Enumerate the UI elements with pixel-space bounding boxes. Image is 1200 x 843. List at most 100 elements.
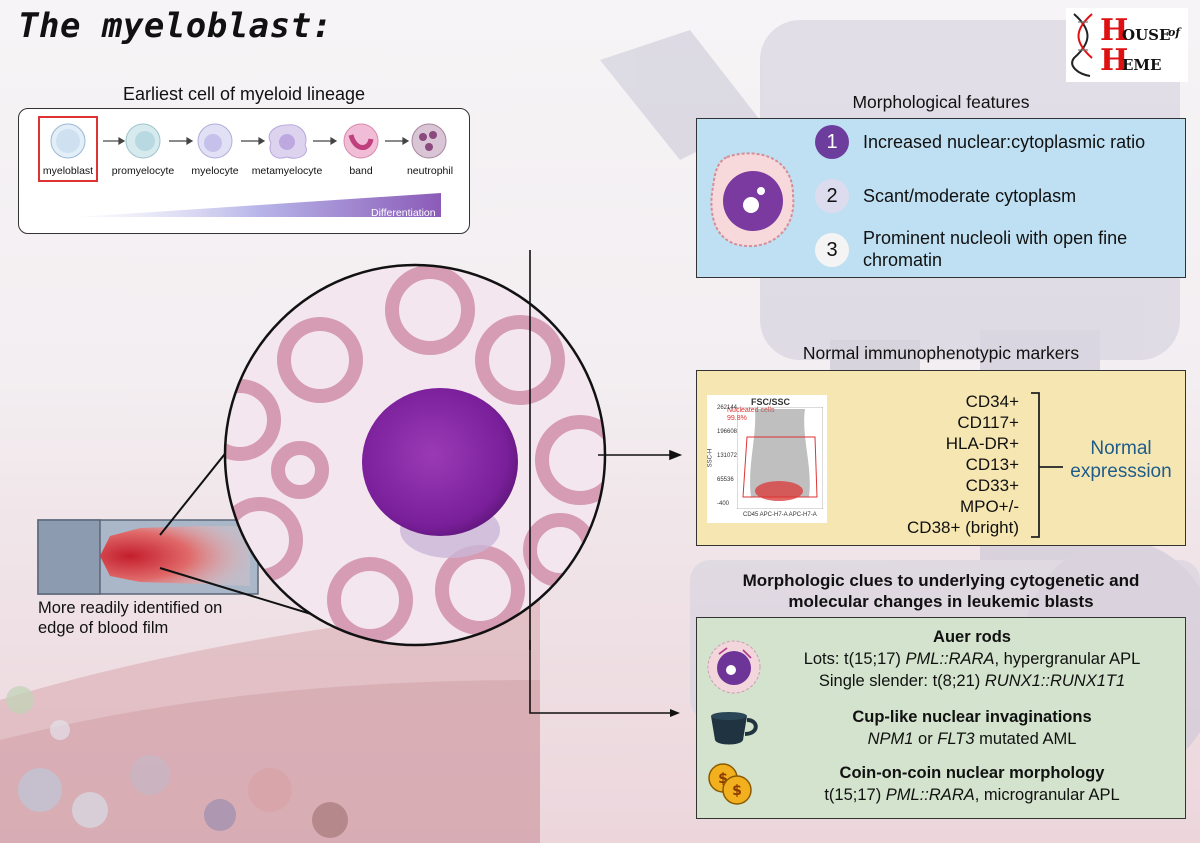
clue-cup-gene-2: FLT3 xyxy=(937,730,975,748)
myelocyte-cell-icon xyxy=(197,123,233,159)
dna-icon xyxy=(1071,13,1093,77)
blood-smear-illustration xyxy=(37,250,683,650)
marker-hla-dr: HLA-DR+ xyxy=(945,434,1019,453)
lineage-label-band: band xyxy=(349,165,373,177)
slide-caption-line-1: More readily identified on xyxy=(38,599,223,617)
clue-title-coin-on-coin: Coin-on-coin nuclear morphology xyxy=(839,764,1105,782)
auer-rod-cell-icon xyxy=(707,640,761,694)
myeloblast-highlight xyxy=(38,116,98,182)
page-title: The myeloblast: xyxy=(18,6,333,46)
flow-plot-title: FSC/SSC xyxy=(751,397,791,407)
house-of-heme-logo: H OUSE of H EME xyxy=(1066,8,1188,82)
clue-auer-line-1-post: , hypergranular APL xyxy=(994,650,1141,668)
marker-bracket xyxy=(1031,392,1063,538)
differentiation-label: Differentiation xyxy=(371,207,436,219)
neutrophil-cell-icon xyxy=(411,123,447,159)
clue-auer-line-2-gene: RUNX1::RUNX1T1 xyxy=(984,672,1126,690)
clues-heading: Morphologic clues to underlying cytogene… xyxy=(696,570,1186,612)
lineage-label-neutrophil: neutrophil xyxy=(406,165,454,177)
slide-caption-line-2: edge of blood film xyxy=(38,619,169,637)
marker-cd34: CD34+ xyxy=(965,392,1019,411)
flow-y-axis: SSC-H xyxy=(707,448,714,468)
marker-mpo: MPO+/- xyxy=(959,497,1019,516)
feature-text-1: Increased nuclear:cytoplasmic ratio xyxy=(863,132,1146,152)
glass-slide-icon xyxy=(37,519,259,595)
marker-cd117: CD117+ xyxy=(957,413,1019,432)
normal-expression-line-2: expresssion xyxy=(1070,461,1172,482)
clues-heading-line-2: molecular changes in leukemic blasts xyxy=(788,592,1094,611)
flow-scatter-area xyxy=(737,407,823,509)
lineage-label-metamyelocyte: metamyelocyte xyxy=(251,165,323,177)
svg-text:$: $ xyxy=(732,783,742,799)
slide-caption: More readily identified on edge of blood… xyxy=(38,598,298,638)
clue-title-cup-like: Cup-like nuclear invaginations xyxy=(852,708,1092,726)
marker-list: CD34+ CD117+ HLA-DR+ CD13+ CD33+ MPO+/- … xyxy=(887,391,1019,538)
logo-letter-1: H xyxy=(1100,13,1129,48)
clue-cup-line: NPM1 or FLT3 mutated AML xyxy=(767,730,1177,749)
differentiation-gradient xyxy=(77,193,441,217)
clue-cup-connector: or xyxy=(913,730,938,748)
feature-text-3a: Prominent nucleoli with open fine xyxy=(863,228,1128,248)
lineage-label-promyelocyte: promyelocyte xyxy=(111,165,175,177)
myeloblast-diagram-icon xyxy=(710,152,795,248)
promyelocyte-cell-icon xyxy=(125,123,161,159)
lineage-heading: Earliest cell of myeloid lineage xyxy=(122,84,366,104)
morphology-panel: 1 Increased nuclear:cytoplasmic ratio 2 … xyxy=(696,118,1186,278)
feature-number-3: 3 xyxy=(815,233,849,267)
lineage-panel: myeloblast promyelocyte myelocyte metamy… xyxy=(18,108,470,234)
clue-title-auer-rods: Auer rods xyxy=(933,628,1011,646)
metamyelocyte-cell-icon xyxy=(268,124,307,159)
clue-auer-line-2-pre: Single slender: t(8;21) xyxy=(818,672,985,690)
clues-heading-line-1: Morphologic clues to underlying cytogene… xyxy=(742,571,1140,590)
flow-gate-label: Nucleated cells xyxy=(727,407,775,414)
clue-coin-gene: PML::RARA xyxy=(885,786,975,804)
flow-y-tick-2: 196608 xyxy=(717,429,738,435)
feature-text-2: Scant/moderate cytoplasm xyxy=(863,186,1077,206)
lineage-diagram xyxy=(38,116,447,217)
marker-cd33: CD33+ xyxy=(965,476,1019,495)
clue-auer-line-1-pre: Lots: t(15;17) xyxy=(803,650,906,668)
myeloblast-cell xyxy=(362,388,518,536)
cup-icon xyxy=(711,712,758,745)
clues-panel: Auer rods Lots: t(15;17) PML::RARA, hype… xyxy=(696,617,1186,819)
band-cell-icon xyxy=(343,123,379,159)
logo-letter-2: H xyxy=(1100,43,1129,78)
blood-cells-decoration xyxy=(6,686,348,838)
logo-word-1: OUSE xyxy=(1122,26,1171,44)
marker-cd38: CD38+ (bright) xyxy=(907,518,1019,537)
feature-number-2: 2 xyxy=(815,179,849,213)
logo-of: of xyxy=(1168,26,1181,39)
flow-y-tick-4: 65536 xyxy=(717,477,734,483)
clue-coin-line: t(15;17) PML::RARA, microgranular APL xyxy=(767,786,1177,805)
arrow-to-clues xyxy=(529,640,680,717)
clue-auer-line-1-gene: PML::RARA xyxy=(905,650,995,668)
flow-x-axis: CD45 APC-H7-A APC-H7-A xyxy=(743,512,817,518)
immuno-heading: Normal immunophenotypic markers xyxy=(802,343,1080,363)
flow-cytometry-plot: FSC/SSC Nucleated cells 99.8% SSC-H 2621… xyxy=(707,395,827,523)
normal-expression-line-1: Normal xyxy=(1090,438,1152,459)
logo-word-2: EME xyxy=(1122,56,1162,74)
flow-y-tick-1: 262144 xyxy=(717,405,738,411)
immuno-panel: FSC/SSC Nucleated cells 99.8% SSC-H 2621… xyxy=(696,370,1186,546)
morphology-heading: Morphological features xyxy=(852,92,1030,112)
flow-arrows xyxy=(529,250,683,650)
myeloblast-cell-icon xyxy=(50,123,86,159)
feature-text-3b: chromatin xyxy=(863,250,943,270)
clue-auer-line-2: Single slender: t(8;21) RUNX1::RUNX1T1 xyxy=(767,672,1177,691)
feature-number-1: 1 xyxy=(815,125,849,159)
normal-expression-label: Normal expresssion xyxy=(1065,437,1177,483)
lineage-arrows xyxy=(103,136,410,146)
flow-y-tick-5: -400 xyxy=(717,501,730,507)
flow-y-tick-3: 131072 xyxy=(717,453,738,459)
microscopy-zoom-circle xyxy=(223,263,607,647)
lineage-label-myelocyte: myelocyte xyxy=(191,165,239,177)
clue-coin-post: , microgranular APL xyxy=(974,786,1120,804)
coins-icon: $ $ xyxy=(708,763,752,805)
clue-coin-pre: t(15;17) xyxy=(824,786,886,804)
svg-text:$: $ xyxy=(718,771,728,787)
clue-cup-post: mutated AML xyxy=(974,730,1077,748)
lineage-label-myeloblast: myeloblast xyxy=(42,165,94,177)
clue-auer-line-1: Lots: t(15;17) PML::RARA, hypergranular … xyxy=(767,650,1177,669)
clue-cup-gene-1: NPM1 xyxy=(867,730,914,748)
marker-cd13: CD13+ xyxy=(965,455,1019,474)
